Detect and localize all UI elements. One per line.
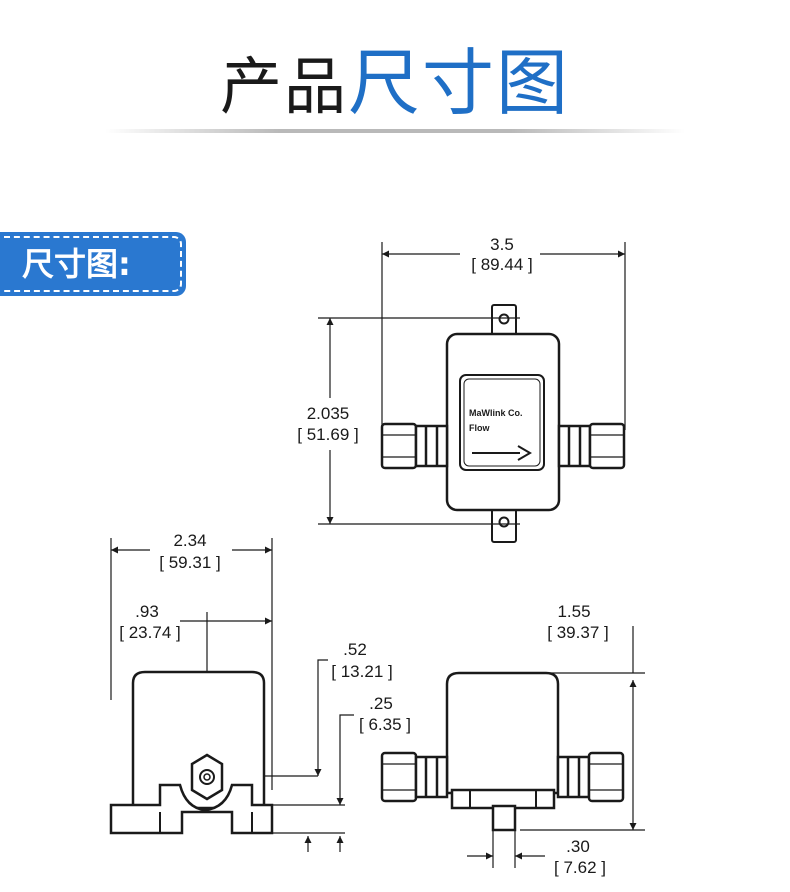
side-port-height-in: .52 [343,640,367,659]
front-foot [491,804,517,832]
front-foot-width-in: .30 [566,837,590,856]
dim-line [336,714,354,805]
side-view-text: 2.34 [ 59.31 ] .93 [ 23.74 ] .52 [ 13.21… [119,531,411,734]
side-width-mm: [ 59.31 ] [159,553,220,572]
side-body [131,670,266,810]
flow-arrow-head [517,445,532,461]
top-width-mm: [ 89.44 ] [471,255,532,274]
left-hex [414,424,449,468]
front-left-nut [380,751,418,803]
left-nut [380,422,418,470]
front-left-hex [414,755,449,799]
side-view [109,538,354,852]
plate-flow: Flow [469,423,490,433]
mount-hole-bottom [498,516,510,528]
front-height-mm: [ 39.37 ] [547,623,608,642]
dim-line [314,659,328,776]
page-title-highlight: 尺寸图 [348,41,571,125]
mount-hole-top [498,313,510,325]
label-plate-inner [463,378,541,467]
top-height-in: 2.035 [307,404,350,423]
front-view [380,626,645,868]
front-height-in: 1.55 [557,602,590,621]
section-tag-border [4,236,182,292]
side-port-height-mm: [ 13.21 ] [331,662,392,681]
top-height-mm: [ 51.69 ] [297,425,358,444]
top-view [318,242,626,543]
label-plate [459,374,545,471]
side-base-height-in: .25 [369,694,393,713]
plate-company: MaWlink Co. [469,408,523,418]
side-offset-mm: [ 23.74 ] [119,623,180,642]
side-port-hex [190,753,224,801]
front-body [445,671,560,795]
front-right-hex [556,755,591,799]
side-base-height-mm: [ 6.35 ] [359,715,411,734]
side-width-in: 2.34 [173,531,206,550]
right-hex [557,424,592,468]
front-right-nut [587,751,625,803]
front-foot-width-mm: [ 7.62 ] [554,858,606,877]
side-port-bore [199,769,215,785]
right-nut [588,422,626,470]
mount-tab-top [491,304,517,338]
section-tag: 尺寸图: [0,232,186,296]
front-view-text: 1.55 [ 39.37 ] .30 [ 7.62 ] [547,602,608,877]
section-tag-label: 尺寸图: [22,245,131,283]
title-divider [105,129,685,133]
top-width-in: 3.5 [490,235,514,254]
page-title: 产品尺寸图 [0,38,790,132]
top-view-text: 3.5 [ 89.44 ] 2.035 [ 51.69 ] MaWlink Co… [297,235,532,444]
side-offset-in: .93 [135,602,159,621]
page-title-prefix: 产品 [219,50,348,123]
